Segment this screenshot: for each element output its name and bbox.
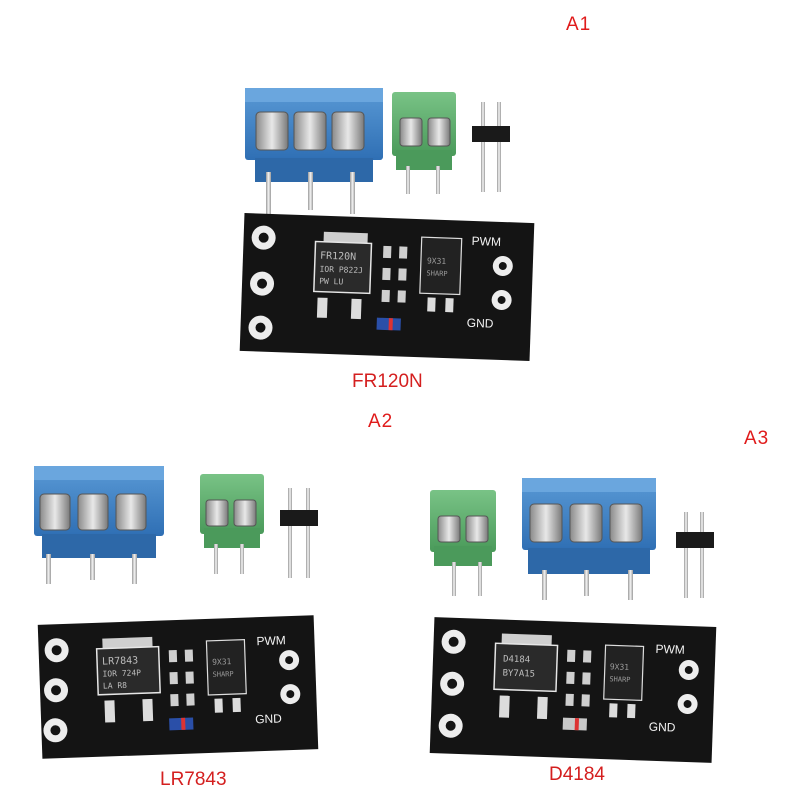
variant-title-a2: A2 <box>368 411 394 432</box>
mosfet-pcb-a1: FR120N IOR P822J PW LU 9X31 SHARP <box>239 212 535 362</box>
variant-title-a3: A3 <box>744 428 770 449</box>
mosfet-marking-line2: IOR P822J <box>319 265 363 276</box>
pwm-label: PWM <box>655 642 685 657</box>
variant-caption-a2: LR7843 <box>160 769 227 790</box>
mosfet-marking-line1: LR7843 <box>102 655 138 667</box>
green-terminal-block-2pin <box>200 474 264 574</box>
gnd-label: GND <box>255 711 282 726</box>
mosfet-pcb-a2: LR7843 IOR 724P LA R8 9X31 SHARP PWM <box>37 615 319 759</box>
variant-title-a1: A1 <box>566 14 592 35</box>
blue-terminal-block-3pin <box>34 466 164 584</box>
pwm-label: PWM <box>471 234 501 249</box>
gnd-label: GND <box>649 720 676 735</box>
pin-header-2pin <box>676 512 714 598</box>
pwm-label: PWM <box>256 633 286 648</box>
blue-terminal-block-3pin <box>245 88 383 214</box>
variant-a2: LR7843 IOR 724P LA R8 9X31 SHARP PWM <box>34 466 319 759</box>
variant-caption-a1: FR120N <box>352 371 423 392</box>
driver-marking-line1: 9X31 <box>427 256 447 266</box>
mosfet-marking-line3: PW LU <box>319 277 344 287</box>
mosfet-pcb-a3: D4184 BY7A15 9X31 SHARP PWM GND <box>429 617 717 763</box>
pin-header-2pin <box>472 102 510 192</box>
mosfet-marking-line1: FR120N <box>320 251 356 263</box>
variant-a3: D4184 BY7A15 9X31 SHARP PWM GND <box>429 478 717 763</box>
mosfet-marking-line2: BY7A15 <box>502 669 535 680</box>
driver-marking-line2: SHARP <box>426 269 447 278</box>
mosfet-marking-line2: IOR 724P <box>102 668 141 678</box>
variant-caption-a3: D4184 <box>549 764 605 785</box>
pin-header-2pin <box>280 488 318 578</box>
driver-marking-line2: SHARP <box>212 670 233 679</box>
gnd-label: GND <box>467 316 494 331</box>
mosfet-marking-line1: D4184 <box>503 655 530 666</box>
driver-marking-line2: SHARP <box>609 675 630 684</box>
driver-marking-line1: 9X31 <box>212 657 232 667</box>
green-terminal-block-2pin <box>430 490 496 596</box>
driver-marking-line1: 9X31 <box>610 662 630 672</box>
green-terminal-block-2pin <box>392 92 456 194</box>
variant-a1: FR120N IOR P822J PW LU 9X31 SHARP <box>239 88 535 362</box>
mosfet-marking-line3: LA R8 <box>103 681 128 691</box>
blue-terminal-block-3pin <box>522 478 656 600</box>
